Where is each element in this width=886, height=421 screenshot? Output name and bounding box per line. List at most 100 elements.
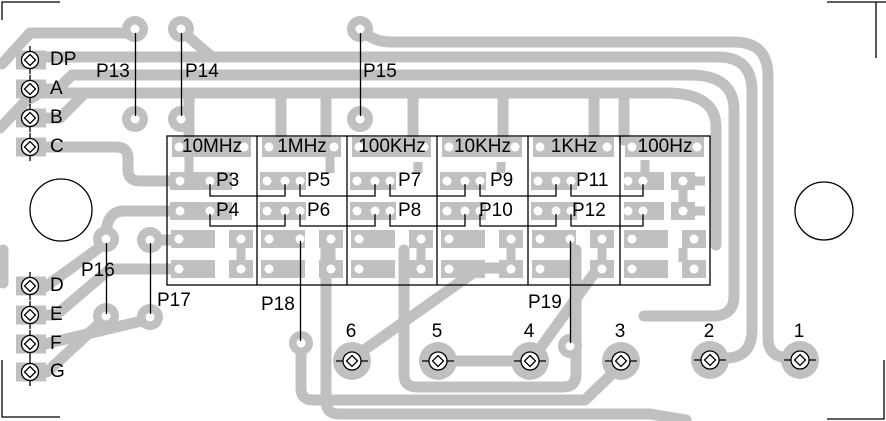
copper-trace [0, 27, 136, 70]
digit-pad-symbol [793, 353, 807, 367]
pad-hole [460, 206, 470, 216]
pin-label-g: G [50, 361, 65, 382]
freq-header-100khz: 100KHz [358, 136, 426, 157]
pad-hole [623, 176, 633, 186]
copper-trace [295, 342, 620, 406]
jumper-bracket [389, 184, 466, 197]
digit-pad-symbol [520, 351, 540, 371]
pad-hole [296, 338, 306, 348]
pad-rect [262, 137, 341, 157]
corner-mark-top-right [827, 1, 886, 58]
digit-pad-symbol [523, 354, 537, 368]
digit-pad-symbol [700, 350, 720, 370]
copper-trace [39, 69, 740, 322]
mounting-hole-right [794, 181, 854, 241]
pad-hole [130, 24, 140, 34]
grid-border [166, 135, 711, 286]
pad-hole [444, 264, 454, 274]
pad-rect [172, 137, 251, 157]
jumper-label-p14: P14 [185, 61, 219, 82]
copper-stub-layer [184, 155, 705, 262]
pad-hole [205, 176, 215, 186]
pad-hole [627, 234, 637, 244]
pad-hole [355, 114, 365, 124]
copper-trace [41, 313, 110, 378]
copper-trace [351, 262, 506, 361]
pad-hole [638, 176, 648, 186]
digit-pad-label-1: 1 [793, 321, 805, 342]
pad-hole [551, 206, 561, 216]
pin-symbol [23, 337, 37, 351]
jumper-bracket [209, 184, 286, 197]
pad-hole [597, 264, 607, 274]
copper-trace [320, 244, 692, 421]
digit-pad-label-6: 6 [345, 321, 357, 342]
pad-hole [535, 142, 545, 152]
pad-hole [130, 114, 140, 124]
pin-symbol [20, 79, 40, 99]
pad-hole [354, 234, 364, 244]
jumper-label-p4: P4 [216, 200, 240, 221]
pad-hole [280, 176, 290, 186]
pad-hole [295, 234, 305, 244]
digit-pad-symbol [703, 353, 717, 367]
digit-pad-label-5: 5 [431, 321, 443, 342]
corner-mark-top-left [1, 1, 60, 20]
pin-symbol [23, 279, 37, 293]
pad-hole [689, 234, 699, 244]
pad-hole [385, 206, 395, 216]
corner-mark-bottom-left [1, 360, 60, 418]
jumper-label-p17: P17 [157, 290, 191, 311]
pad-rect [171, 230, 215, 248]
digit-pad-symbol [428, 351, 448, 371]
pad-hole [352, 176, 362, 186]
pad-hole [442, 206, 452, 216]
pad-hole [354, 264, 364, 274]
pad-hole [551, 176, 561, 186]
pad-hole [174, 234, 184, 244]
pad-hole [385, 176, 395, 186]
jumper-label-p10: P10 [479, 200, 513, 221]
pad-hole [535, 264, 545, 274]
freq-header-1mhz: 1MHz [277, 136, 327, 157]
pad-hole [370, 176, 380, 186]
jumper-bracket [570, 214, 644, 227]
pad-hole [295, 206, 305, 216]
jumper-label-p8: P8 [398, 200, 422, 221]
copper-trace [38, 51, 758, 365]
pad-hole [236, 234, 246, 244]
jumper-bracket [479, 214, 557, 227]
pin-symbol [20, 276, 40, 296]
pin-label-c: C [50, 136, 64, 157]
pad-hole [416, 264, 426, 274]
pad-hole [506, 234, 516, 244]
pin-symbol [20, 137, 40, 157]
pad-hole [355, 24, 365, 34]
pin-label-a: A [50, 78, 63, 99]
freq-header-100hz: 100Hz [637, 136, 693, 157]
pad-rect [625, 137, 704, 157]
pad-hole [602, 142, 612, 152]
pad-hole [329, 142, 339, 152]
pad-hole [638, 206, 648, 216]
pad-hole [264, 234, 274, 244]
digit-pad-label-3: 3 [614, 321, 626, 342]
pad-hole [174, 264, 184, 274]
copper-trace-layer [0, 27, 801, 421]
pad-hole [692, 142, 702, 152]
pad-hole [475, 176, 485, 186]
pad-hole [535, 234, 545, 244]
jumper-bracket [570, 184, 644, 197]
pin-symbol [23, 140, 37, 154]
pad-rect [352, 137, 431, 157]
copper-trace [360, 28, 801, 366]
jumper-label-p3: P3 [216, 170, 240, 191]
pad-rect [442, 137, 522, 157]
pad-hole [444, 234, 454, 244]
pad-rect [533, 137, 614, 157]
pad-hole [101, 234, 111, 244]
pad-hole [419, 142, 429, 152]
jumper-label-p9: P9 [490, 170, 514, 191]
